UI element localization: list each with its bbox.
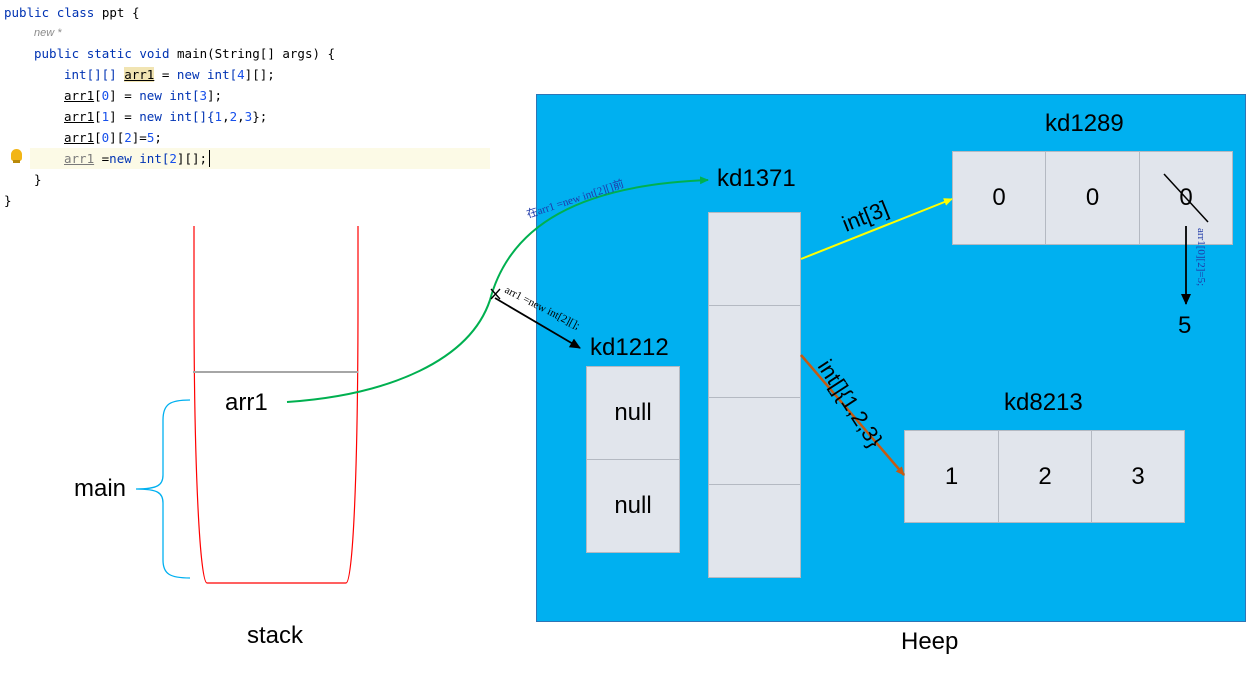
- code-author-hint: new *: [34, 27, 62, 39]
- before-reassign-note: 在arr1 =new int[2][]前: [525, 176, 626, 221]
- code-line-assign-element: arr1[0][2]=5;: [64, 130, 162, 145]
- kd8213-cell-2: 3: [1091, 430, 1185, 523]
- kd1212-cell-1: null: [586, 459, 680, 553]
- assign-element-note: arr1[0][2]=5;: [1195, 228, 1207, 286]
- stack-container-walls: [193, 226, 359, 584]
- code-line-main: public static void main(String[] args) {: [34, 46, 336, 61]
- arr1-reference-curve: [286, 176, 709, 403]
- kd1371-cell-3: [708, 484, 801, 578]
- lightbulb-base: [13, 160, 20, 163]
- code-line-declare: int[][] arr1 = new int[4][];: [64, 67, 275, 82]
- stack-var-arr1: arr1: [225, 389, 268, 416]
- kd8213-cell-0: 1: [904, 430, 999, 523]
- current-line-highlight: [30, 148, 490, 169]
- code-line-assign-1: arr1[1] = new int[]{1,2,3};: [64, 109, 268, 124]
- new-reference-arrow: [494, 297, 581, 349]
- main-frame-brace: [135, 399, 191, 579]
- kd1212-cell-0: null: [586, 366, 680, 460]
- main-frame-label: main: [74, 475, 127, 502]
- strike-old-value: [1163, 173, 1209, 223]
- lightbulb-icon[interactable]: [11, 149, 22, 161]
- int3-label: int[3]: [839, 196, 893, 237]
- code-line-class: public class ppt {: [4, 5, 140, 20]
- text-caret: [209, 150, 210, 167]
- reference-cut-mark-2: [490, 288, 501, 300]
- code-close-class: }: [4, 193, 12, 208]
- code-editor[interactable]: public class ppt { new * public static v…: [0, 0, 495, 215]
- kd1289-cell-0: 0: [952, 151, 1046, 245]
- code-line-assign-0: arr1[0] = new int[3];: [64, 88, 223, 103]
- kd1289-new-value: 5: [1178, 312, 1192, 339]
- kd1289-cell-1: 0: [1045, 151, 1140, 245]
- int123-label: int[]{1,2,3}: [813, 355, 888, 452]
- kd8213-cell-1: 2: [998, 430, 1092, 523]
- stack-title: stack: [247, 622, 304, 649]
- int123-reference-arrow: [800, 354, 905, 476]
- kd8213-label: kd8213: [1004, 389, 1083, 416]
- kd1289-label: kd1289: [1045, 110, 1124, 137]
- code-line-reassign: arr1 =new int[2][];: [64, 151, 208, 166]
- heap-title: Heep: [901, 628, 959, 655]
- code-close-method: }: [34, 172, 42, 187]
- kd1212-label: kd1212: [590, 334, 669, 361]
- int3-reference-arrow: [800, 198, 953, 260]
- kd1371-label: kd1371: [717, 165, 796, 192]
- kd1371-cell-2: [708, 397, 801, 485]
